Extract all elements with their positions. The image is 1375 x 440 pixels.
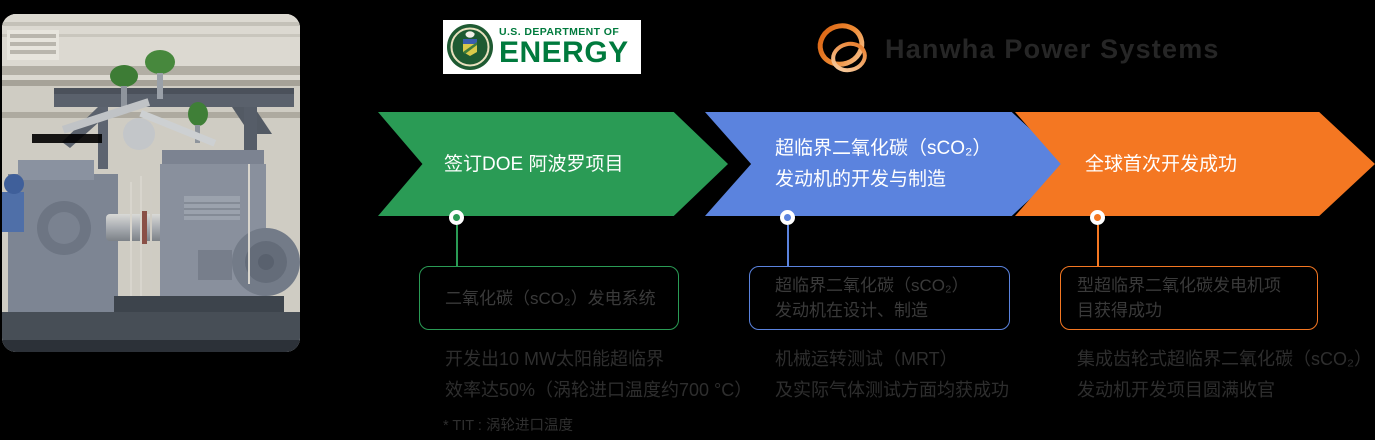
doe-logo: U.S. DEPARTMENT OF ENERGY — [443, 20, 641, 74]
doe-department-label: U.S. DEPARTMENT OF — [499, 26, 620, 38]
hanwha-icon — [817, 23, 867, 73]
timeline-node-icon — [1090, 210, 1105, 225]
description-line: 机械运转测试（MRT） — [775, 349, 958, 369]
connector-line — [1097, 225, 1099, 266]
tit-footnote: * TIT : 涡轮进口温度 — [443, 418, 573, 434]
doe-logo-text: U.S. DEPARTMENT OF ENERGY — [499, 26, 629, 68]
info-box-text: 二氧化碳（sCO₂）发电系统 — [445, 288, 656, 308]
doe-energy-label: ENERGY — [499, 36, 629, 69]
chevron-arrow-sco2-engine: 超临界二氧化碳（sCO₂） 发动机的开发与制造 — [705, 112, 1068, 216]
info-box-text: 目获得成功 — [1077, 301, 1162, 320]
machinery-photo — [2, 14, 300, 352]
info-box-text: 发动机在设计、制造 — [775, 301, 928, 320]
step-description-doe-apollo: 开发出10 MW太阳能超临界 效率达50%（涡轮进口温度约700 °C） — [445, 344, 752, 406]
info-box-sco2-engine: 超临界二氧化碳（sCO₂） 发动机在设计、制造 — [749, 266, 1010, 330]
description-line: 开发出10 MW太阳能超临界 — [445, 349, 665, 369]
timeline-node-icon — [449, 210, 464, 225]
info-box-world-first: 型超临界二氧化碳发电机项 目获得成功 — [1060, 266, 1318, 330]
hanwha-logo: Hanwha Power Systems — [815, 19, 1220, 79]
arrow-label: 全球首次开发成功 — [1085, 153, 1238, 175]
arrow-label: 发动机的开发与制造 — [775, 169, 947, 190]
arrow-label: 签订DOE 阿波罗项目 — [444, 153, 624, 175]
chevron-arrow-world-first: 全球首次开发成功 — [1015, 112, 1375, 216]
step-description-world-first: 集成齿轮式超临界二氧化碳（sCO₂） 发动机开发项目圆满收官 — [1077, 344, 1372, 406]
doe-seal-icon — [447, 24, 493, 70]
description-line: 发动机开发项目圆满收官 — [1077, 380, 1275, 400]
connector-line — [456, 225, 458, 266]
description-line: 及实际气体测试方面均获成功 — [775, 380, 1009, 400]
description-line: 集成齿轮式超临界二氧化碳（sCO₂） — [1077, 349, 1372, 369]
arrow-label: 超临界二氧化碳（sCO₂） — [775, 138, 992, 159]
info-box-text: 型超临界二氧化碳发电机项 — [1077, 276, 1281, 295]
description-line: 效率达50%（涡轮进口温度约700 °C） — [445, 380, 753, 400]
chevron-arrow-doe-apollo: 签订DOE 阿波罗项目 — [378, 112, 728, 216]
hanwha-logo-text: Hanwha Power Systems — [885, 33, 1220, 64]
connector-line — [787, 225, 789, 266]
info-box-text: 超临界二氧化碳（sCO₂） — [775, 276, 969, 295]
timeline-node-icon — [780, 210, 795, 225]
machinery-illustration — [2, 14, 300, 352]
info-box-doe-apollo: 二氧化碳（sCO₂）发电系统 — [419, 266, 679, 330]
step-description-sco2-engine: 机械运转测试（MRT） 及实际气体测试方面均获成功 — [775, 344, 1009, 406]
